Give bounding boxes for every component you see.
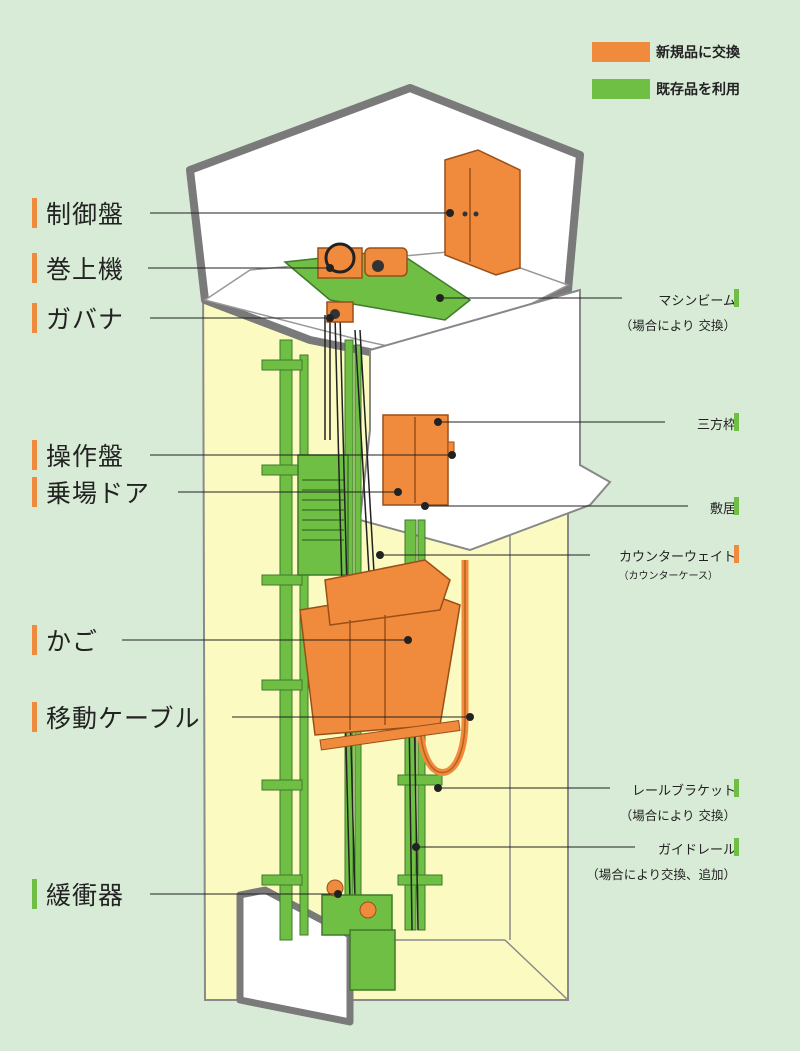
label-buffer: 緩衝器 [32,877,124,911]
label-traveling-cable: 移動ケーブル [32,700,201,734]
label-sill: 敷居 [709,502,736,517]
label-machine-beam: マシンビーム （場合により 交換） [619,294,736,333]
bar-three-sided-frame [734,413,739,431]
traction-machine [317,242,408,279]
legend-swatch-new [592,42,650,62]
legend-item-new: 新規品に交換 [592,41,740,63]
leader-dots-left [326,209,474,898]
label-car: かご [32,623,98,657]
bar-sill [734,497,739,515]
bar-guide-rail [734,838,739,856]
bar-counterweight [734,545,739,563]
label-hall-door: 乗場ドア [32,475,150,509]
buffer [321,879,396,991]
legend-label-new: 新規品に交換 [656,45,740,61]
control-panel [444,149,521,276]
elevator-car [299,559,461,751]
label-rail-bracket: レールブラケット （場合により 交換） [619,784,736,823]
label-operation-panel: 操作盤 [32,438,124,472]
leader-dots-right [376,294,444,851]
label-traction-machine: 巻上機 [32,251,124,285]
label-three-sided-frame: 三方枠 [696,418,736,433]
bar-machine-beam [734,289,739,307]
label-counterweight: カウンターウェイト （カウンターケース） [618,550,737,582]
label-guide-rail: ガイドレール （場合により交換、追加） [586,843,736,882]
legend-item-existing: 既存品を利用 [592,78,740,100]
bar-rail-bracket [734,779,739,797]
legend-swatch-existing [592,79,650,99]
leader-lines-left [122,212,470,895]
legend-label-existing: 既存品を利用 [656,82,740,98]
label-governor: ガバナ [32,301,124,335]
rail-brackets [261,359,443,886]
label-control-panel: 制御盤 [32,196,124,230]
hall-door [382,414,455,506]
leader-lines-right [380,297,688,848]
